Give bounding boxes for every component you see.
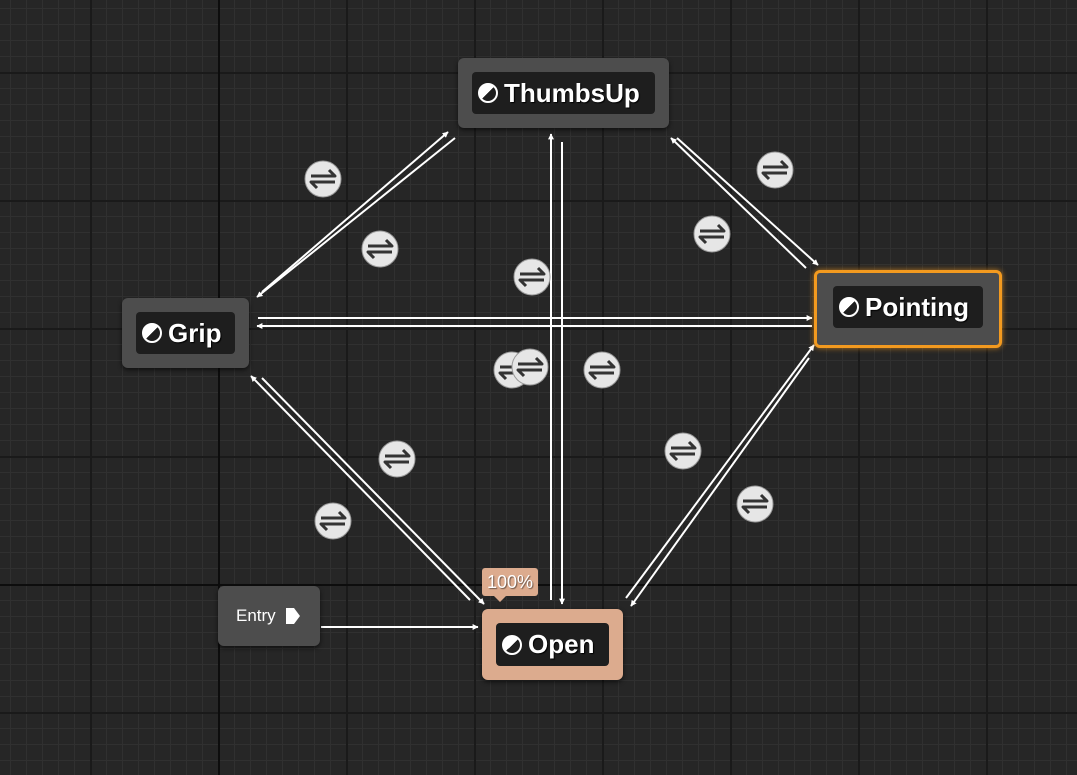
- transition-rule-icon[interactable]: [664, 432, 702, 470]
- state-name: Grip: [168, 317, 222, 348]
- transition-rule-icon[interactable]: [513, 258, 551, 296]
- half-filled-circle-icon: [502, 634, 522, 655]
- state-node-thumbsup[interactable]: ThumbsUp: [458, 58, 669, 128]
- transition-rule-icon[interactable]: [693, 215, 731, 253]
- half-filled-circle-icon: [478, 83, 498, 103]
- transition-pointing-to-thumbsup[interactable]: [670, 137, 807, 269]
- transition-rule-icon[interactable]: [736, 485, 774, 523]
- graph-origin-axis-vertical: [218, 0, 220, 775]
- active-state-weight-badge: 100%: [482, 568, 538, 602]
- transition-pointing-to-open[interactable]: [630, 357, 810, 607]
- transition-thumbsup-to-pointing[interactable]: [676, 137, 819, 266]
- transition-rule-icon[interactable]: [756, 151, 794, 189]
- state-node-open[interactable]: Open: [482, 609, 623, 680]
- transition-rule-icon[interactable]: [314, 502, 352, 540]
- state-node-grip[interactable]: Grip: [122, 298, 249, 368]
- transition-rule-icon[interactable]: [378, 440, 416, 478]
- state-node-body: Pointing: [833, 286, 983, 328]
- state-name: Pointing: [865, 291, 969, 322]
- half-filled-circle-icon: [839, 297, 859, 317]
- transition-rule-icon[interactable]: [583, 351, 621, 389]
- transition-open-to-pointing[interactable]: [625, 344, 815, 599]
- arrow-tag-icon: [285, 608, 300, 624]
- state-node-pointing[interactable]: Pointing: [814, 270, 1002, 348]
- state-name: Open: [528, 629, 595, 659]
- transition-thumbsup-to-grip[interactable]: [256, 137, 456, 298]
- transition-rule-icon[interactable]: [304, 160, 342, 198]
- state-node-body: ThumbsUp: [472, 72, 655, 114]
- transition-rule-icon[interactable]: [511, 348, 549, 386]
- transition-open-to-grip[interactable]: [250, 375, 471, 601]
- transition-grip-to-open[interactable]: [261, 377, 485, 605]
- transition-grip-to-thumbsup[interactable]: [261, 131, 449, 293]
- state-name: ThumbsUp: [504, 77, 640, 108]
- state-node-body: Open: [496, 623, 609, 666]
- entry-label: Entry: [236, 606, 276, 625]
- transition-rule-icon[interactable]: [361, 230, 399, 268]
- half-filled-circle-icon: [142, 323, 162, 343]
- graph-origin-axis-horizontal: [0, 584, 1077, 586]
- entry-node[interactable]: Entry: [218, 586, 320, 646]
- state-node-body: Grip: [136, 312, 235, 354]
